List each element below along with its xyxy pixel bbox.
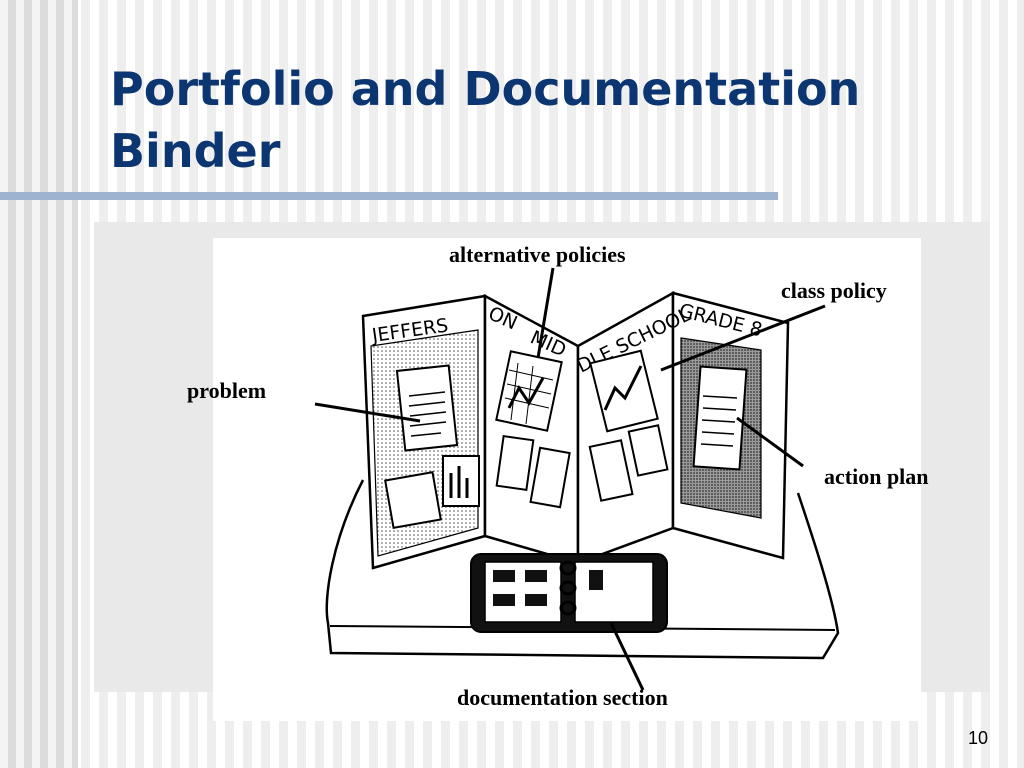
label-problem: problem [187,378,267,403]
page-number: 10 [967,728,988,748]
leader-class-policy [660,304,826,372]
display-board-drawing: JEFFERS ON MID DLE SCHOOL GRADE 8 [314,267,840,691]
trend-line-right [603,365,643,411]
label-alternative-policies: alternative policies [449,242,626,267]
bar-chart-card [442,455,480,507]
leader-action-plan [736,416,804,468]
portfolio-illustration: JEFFERS ON MID DLE SCHOOL GRADE 8 [187,238,929,721]
background-stripes [0,0,78,768]
note-card-b [529,446,571,509]
leader-alternative-policies [536,267,555,359]
note-card-d [627,424,669,477]
label-class-policy: class policy [781,278,887,303]
line-chart-right [589,349,659,433]
problem-sheet [395,364,459,452]
leader-documentation-section [609,622,645,691]
leader-problem [314,402,421,423]
slide-title: Portfolio and Documentation Binder [110,62,861,178]
note-card-c [588,439,634,502]
sketch-card [384,471,442,529]
label-documentation-section: documentation section [457,685,668,710]
trend-line-left [507,377,545,409]
title-underline [0,192,778,200]
note-card-a [495,435,535,491]
binder-page-right [574,561,654,623]
label-action-plan: action plan [824,464,929,489]
